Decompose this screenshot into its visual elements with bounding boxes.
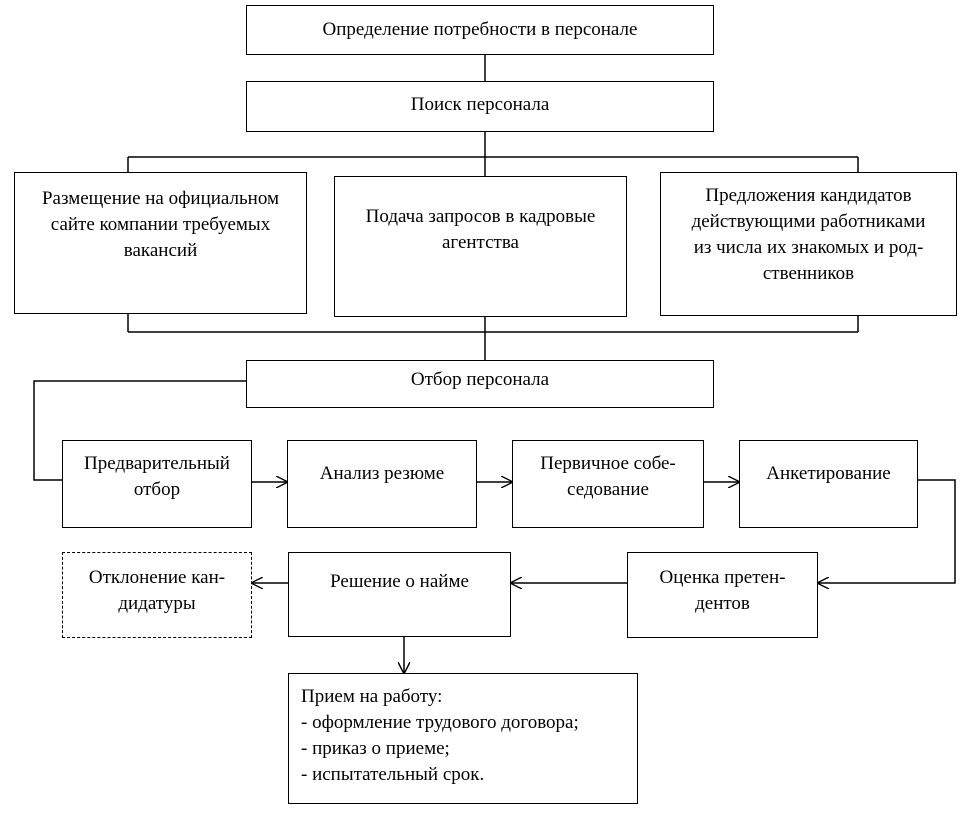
node-site: Размещение на официальном сайте компании… <box>14 172 307 314</box>
node-search-label: Поиск персонала <box>410 94 550 115</box>
node-evaluation-line-2: дентов <box>695 593 750 614</box>
node-selection: Отбор персонала <box>246 360 714 408</box>
arrow-survey-evaluation <box>818 479 956 583</box>
node-site-line-1: Размещение на официальном <box>41 188 280 209</box>
node-hiring-line-1: Прием на работу: <box>301 686 443 707</box>
node-interview-line-2: седование <box>567 479 649 500</box>
node-resume: Анализ резюме <box>287 440 477 528</box>
node-referral: Предложения кандидатов действующими рабо… <box>660 172 957 316</box>
node-agency-line-2: агентства <box>441 232 519 253</box>
node-rejection-line-2: дидатуры <box>118 593 196 614</box>
node-hiring-line-4: - испытательный срок. <box>301 764 485 785</box>
node-rejection-line-1: Отклонение кан- <box>88 567 226 588</box>
node-interview: Первичное собе- седование <box>512 440 704 528</box>
connector-selection-prelim <box>33 380 246 481</box>
node-resume-label: Анализ резюме <box>319 463 445 484</box>
node-decision-label: Решение о найме <box>330 571 469 592</box>
node-search: Поиск персонала <box>246 81 714 132</box>
node-site-line-2: сайте компании требуемых <box>50 214 271 235</box>
node-survey: Анкетирование <box>739 440 918 528</box>
node-hiring-line-3: - приказ о приеме; <box>301 738 450 759</box>
node-referral-line-1: Предложения кандидатов <box>705 185 912 206</box>
node-prelim-line-2: отбор <box>133 479 181 500</box>
node-referral-line-4: ственников <box>762 263 855 284</box>
node-prelim-line-1: Предварительный <box>84 453 230 474</box>
node-decision: Решение о найме <box>288 552 511 637</box>
node-interview-line-1: Первичное собе- <box>540 453 676 474</box>
node-agency-line-1: Подача запросов в кадровые <box>365 206 596 227</box>
node-selection-label: Отбор персонала <box>410 369 550 390</box>
node-site-line-3: вакансий <box>123 240 198 261</box>
node-need: Определение потребности в персонале <box>246 5 714 55</box>
node-referral-line-2: действующими работниками <box>691 211 926 232</box>
node-agency: Подача запросов в кадровые агентства <box>334 176 627 317</box>
node-hiring-line-2: - оформление трудового договора; <box>301 712 579 733</box>
node-evaluation-line-1: Оценка претен- <box>659 567 786 588</box>
node-need-label: Определение потребности в персонале <box>322 19 638 40</box>
node-survey-label: Анкетирование <box>766 463 891 484</box>
node-prelim: Предварительный отбор <box>62 440 252 528</box>
node-referral-line-3: из числа их знакомых и род- <box>693 237 924 258</box>
node-evaluation: Оценка претен- дентов <box>627 552 818 638</box>
node-rejection: Отклонение кан- дидатуры <box>62 552 252 638</box>
node-hiring: Прием на работу: - оформление трудового … <box>288 673 638 804</box>
